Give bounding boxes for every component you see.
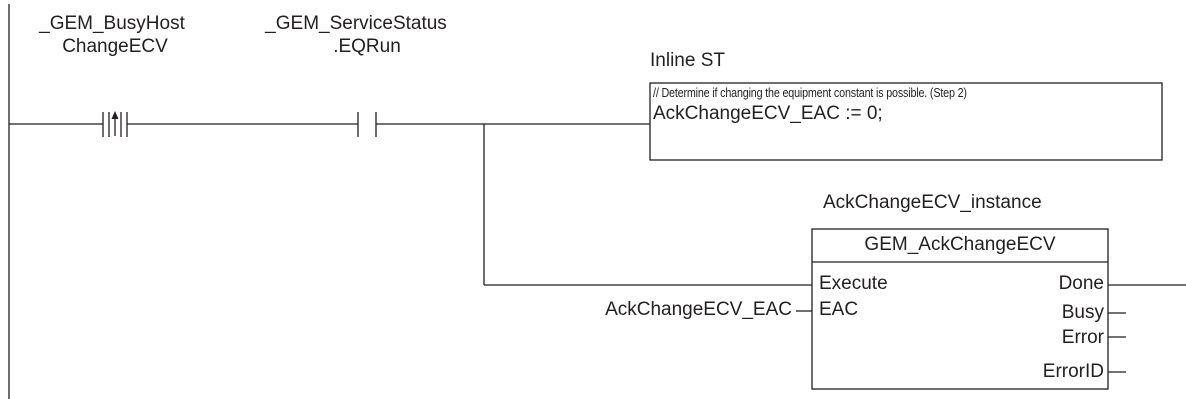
fb-instance-name: AckChangeECV_instance (823, 192, 1042, 213)
fb-type-name: GEM_AckChangeECV (864, 234, 1056, 255)
busyhost-label-line1: _GEM_BusyHost (39, 13, 185, 34)
inline-st-code: AckChangeECV_EAC := 0; (653, 103, 883, 124)
function-block-box (811, 228, 1109, 390)
fb-output-done: Done (1058, 273, 1104, 294)
eqrun-label-line1: _GEM_ServiceStatus (265, 13, 447, 34)
eac-variable-label: AckChangeECV_EAC (605, 299, 792, 320)
busyhost-label-line2: ChangeECV (62, 36, 168, 57)
eqrun-label-line2: .EQRun (333, 36, 401, 57)
fb-output-busy: Busy (1061, 302, 1104, 323)
no-contact-eqrun (357, 112, 377, 137)
up-arrow-icon (111, 111, 119, 119)
fb-output-errorid: ErrorID (1042, 361, 1104, 382)
up-edge-contact-busyhost (102, 112, 128, 137)
inline-st-box (649, 82, 1163, 161)
fb-output-error: Error (1061, 327, 1104, 348)
fb-input-eac: EAC (819, 299, 859, 320)
fb-input-execute: Execute (819, 273, 888, 294)
inline-st-comment: // Determine if changing the equipment c… (653, 86, 967, 100)
inline-st-title: Inline ST (650, 50, 725, 71)
